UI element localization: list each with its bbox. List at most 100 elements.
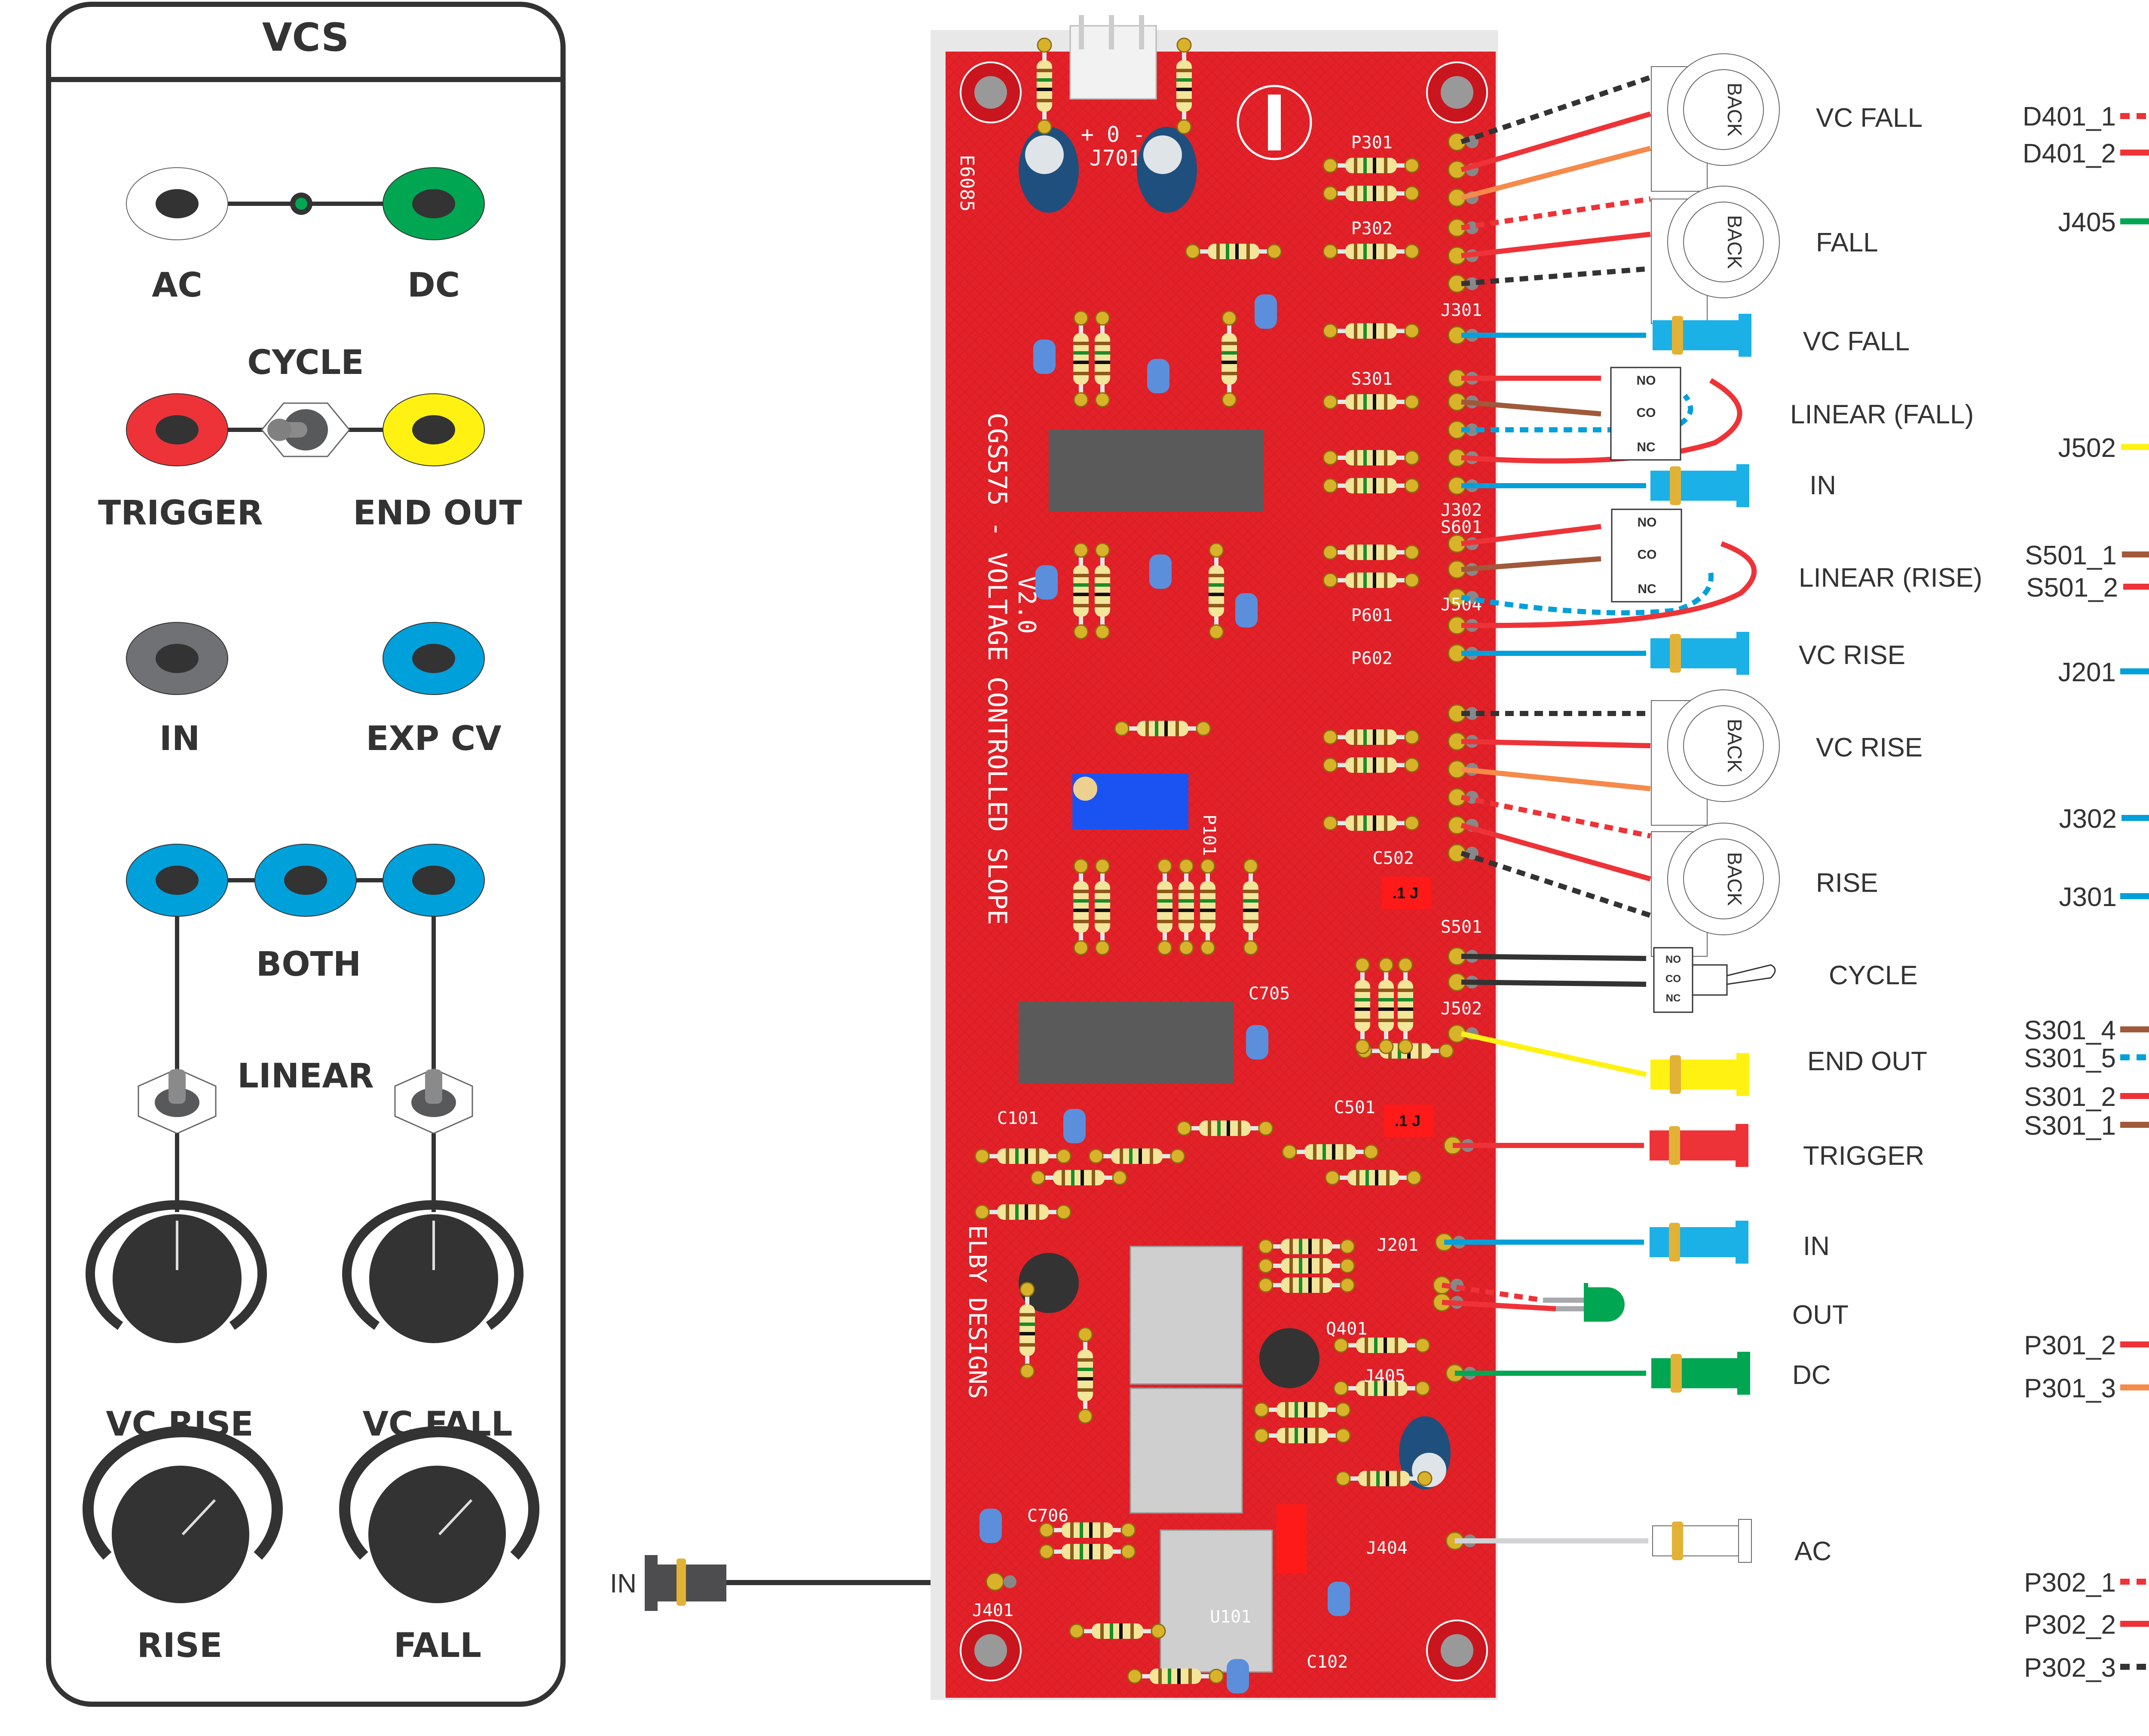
led-out[interactable]	[1584, 1283, 1625, 1322]
pot-vc-fall[interactable]: BACK	[1651, 53, 1780, 192]
label-jack-vc-fall: VC FALL	[1803, 327, 1910, 356]
net-label: P302_1	[2024, 1568, 2116, 1598]
rear-panel: VCS	[2023, 102, 2149, 1683]
mounting-hole	[1426, 61, 1488, 123]
ic-u101-b	[1130, 1387, 1243, 1514]
knob-rise[interactable]	[83, 1426, 283, 1603]
silk-s301: S301	[1351, 369, 1393, 389]
silk-s601: S601	[1441, 517, 1482, 537]
in-jack-left-label: IN	[610, 1569, 637, 1598]
trimmer-p101[interactable]	[1072, 774, 1188, 830]
capacitor-c701	[1019, 127, 1079, 213]
silk-j301: J301	[1441, 300, 1482, 320]
cycle-toggle-switch[interactable]	[261, 402, 350, 457]
c501-value: .1 J	[1395, 1112, 1420, 1130]
linear-fall-switch[interactable]	[394, 1068, 473, 1134]
label-pot-vc-rise: VC RISE	[1816, 733, 1922, 762]
silk-p602: P602	[1351, 649, 1393, 668]
jack-dc-wired[interactable]	[1651, 1352, 1750, 1395]
label-exp-cv: EXP CV	[366, 720, 501, 758]
capacitor-c401	[1399, 1416, 1451, 1489]
transistor-q101	[1019, 1253, 1079, 1313]
net-label: S301_5	[2024, 1044, 2116, 1073]
jack-trigger[interactable]	[126, 393, 228, 466]
label-switch-linear-fall: LINEAR (FALL)	[1790, 400, 1974, 429]
net-label: P302_3	[2024, 1653, 2116, 1683]
label-toggle-cycle: CYCLE	[1829, 961, 1918, 990]
jack-in-wired-1[interactable]	[1650, 464, 1749, 507]
ic-u101-c	[1160, 1529, 1273, 1673]
jack-both-1[interactable]	[126, 844, 228, 917]
jack-in[interactable]	[126, 622, 228, 695]
pot-fall[interactable]: BACK	[1651, 186, 1780, 324]
label-jack-dc: DC	[1792, 1360, 1831, 1390]
jack-both-2[interactable]	[254, 844, 357, 917]
net-label: J405	[2058, 208, 2116, 237]
label-pot-rise: RISE	[1816, 868, 1878, 898]
jack-end-out-wired[interactable]	[1650, 1053, 1749, 1096]
label-jack-vc-rise: VC RISE	[1799, 640, 1905, 670]
jack-ac-wired[interactable]	[1652, 1519, 1752, 1563]
net-label: J201	[2058, 658, 2116, 687]
label-in: IN	[159, 720, 200, 758]
silk-c101: C101	[997, 1108, 1038, 1128]
net-label: S301_1	[2024, 1111, 2116, 1141]
silk-j401: J401	[972, 1601, 1013, 1620]
pot-vc-fall-text: BACK	[1723, 83, 1746, 137]
switch-linear-fall[interactable]: NO CO NC	[1610, 367, 1681, 461]
net-label: S501_2	[2026, 573, 2118, 603]
silk-p301: P301	[1351, 133, 1393, 153]
silk-c706: C706	[1027, 1506, 1068, 1526]
knob-fall[interactable]	[339, 1426, 539, 1603]
pot-vc-rise-text: BACK	[1723, 719, 1746, 773]
jack-in-wired-2[interactable]	[1650, 1221, 1748, 1264]
knob-vc-rise[interactable]	[86, 1200, 267, 1343]
silk-j201: J201	[1377, 1235, 1418, 1255]
capacitor-c702	[1137, 127, 1197, 213]
jack-exp-cv[interactable]	[383, 622, 485, 695]
jack-both-3[interactable]	[383, 844, 485, 917]
silk-j502: J502	[1441, 999, 1482, 1019]
jack-ac[interactable]	[126, 167, 228, 240]
linear-fall-nc: NC	[1637, 440, 1655, 454]
net-label: D401_1	[2023, 102, 2116, 132]
silk-p101: P101	[1199, 814, 1219, 856]
jack-vc-fall-wired[interactable]	[1653, 314, 1751, 357]
silk-u101: U101	[1210, 1607, 1251, 1627]
toggle-cycle[interactable]: NO CO NC	[1653, 947, 1776, 1013]
linear-rise-no: NO	[1638, 515, 1657, 530]
knob-vc-fall[interactable]	[342, 1200, 523, 1343]
label-jack-in-2: IN	[1803, 1231, 1830, 1261]
front-panel: VCS AC DC CYCLE TR	[46, 2, 566, 1707]
pcb-board: + 0 - J701 E6085 CGS575 - VOLTAGE CONTRO…	[931, 15, 1498, 1700]
in-jack-left[interactable]	[645, 1555, 726, 1611]
label-jack-trigger: TRIGGER	[1803, 1141, 1924, 1171]
switch-linear-rise[interactable]: NO CO NC	[1611, 508, 1682, 603]
label-switch-linear-rise: LINEAR (RISE)	[1799, 563, 1982, 593]
pot-vc-rise[interactable]: BACK	[1651, 689, 1780, 826]
silk-c102: C102	[1307, 1652, 1348, 1672]
cycle-nc: NC	[1666, 992, 1681, 1004]
linear-rise-switch[interactable]	[138, 1068, 217, 1134]
label-pot-vc-fall: VC FALL	[1816, 103, 1922, 133]
capacitor-c102	[1277, 1504, 1307, 1573]
jack-end-out[interactable]	[383, 393, 485, 466]
net-label: P301_3	[2024, 1374, 2116, 1403]
power-connector-j701[interactable]	[1069, 15, 1157, 100]
linear-fall-no: NO	[1637, 374, 1656, 388]
label-led-out: OUT	[1792, 1300, 1849, 1330]
label-end-out: END OUT	[353, 494, 522, 533]
net-label: S301_2	[2024, 1082, 2116, 1112]
jack-dc[interactable]	[383, 167, 485, 240]
net-label: S501_1	[2025, 541, 2117, 570]
jack-trigger-wired[interactable]	[1650, 1124, 1748, 1167]
ic-u102	[1019, 1001, 1234, 1083]
silk-j405: J405	[1364, 1366, 1405, 1386]
silk-p601: P601	[1351, 606, 1393, 625]
pot-rise-text: BACK	[1723, 852, 1746, 906]
pot-rise[interactable]: BACK	[1651, 823, 1780, 957]
net-label: P301_2	[2024, 1331, 2116, 1360]
jack-vc-rise-wired[interactable]	[1650, 632, 1749, 675]
net-label: J301	[2059, 882, 2117, 912]
